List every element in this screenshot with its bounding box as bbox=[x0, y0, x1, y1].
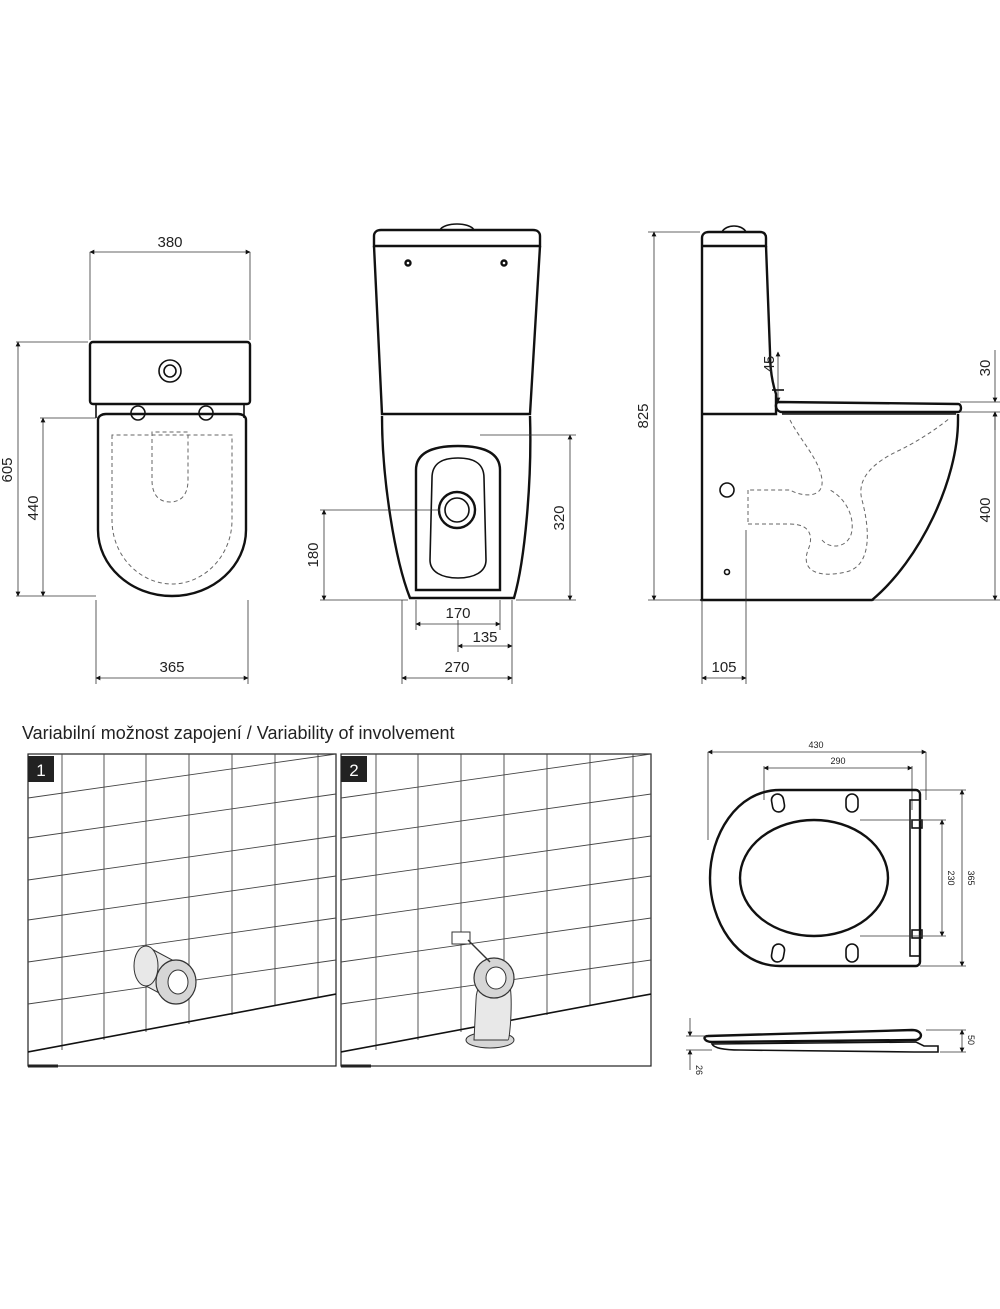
section-title: Variabilní možnost zapojení / Variabilit… bbox=[22, 723, 455, 743]
dim-135: 135 bbox=[472, 629, 497, 646]
dim-400: 400 bbox=[977, 497, 994, 522]
side-view: 825 45 30 400 105 bbox=[635, 225, 1000, 684]
panel-2-label: 2 bbox=[349, 761, 358, 780]
dim-230: 230 bbox=[946, 870, 956, 885]
dim-seat-365: 365 bbox=[966, 870, 976, 885]
seat-top-view: 430 290 365 230 bbox=[707, 740, 976, 968]
dim-50: 50 bbox=[966, 1035, 976, 1045]
dim-440: 440 bbox=[25, 495, 42, 520]
dim-320: 320 bbox=[551, 505, 568, 530]
seat-side-view: 50 26 bbox=[686, 1018, 976, 1075]
installation-panel-1: 1 bbox=[27, 753, 337, 1068]
top-view: 380 605 440 365 bbox=[0, 234, 252, 684]
dim-270: 270 bbox=[444, 659, 469, 676]
dim-180: 180 bbox=[305, 542, 322, 567]
dim-30: 30 bbox=[977, 360, 994, 377]
dim-365: 365 bbox=[159, 659, 184, 676]
dim-380: 380 bbox=[157, 234, 182, 251]
dim-105: 105 bbox=[711, 659, 736, 676]
dim-26: 26 bbox=[694, 1065, 704, 1075]
dim-825: 825 bbox=[635, 403, 652, 428]
panel-1-label: 1 bbox=[36, 761, 45, 780]
dim-430: 430 bbox=[808, 740, 823, 750]
panel-1-badge bbox=[28, 756, 54, 782]
dim-45: 45 bbox=[761, 356, 778, 373]
dim-290: 290 bbox=[830, 756, 845, 766]
panel-2-badge bbox=[341, 756, 367, 782]
dim-170: 170 bbox=[445, 605, 470, 622]
dim-605: 605 bbox=[0, 457, 16, 482]
front-view: 180 320 170 135 270 bbox=[305, 223, 576, 684]
installation-panel-2: 2 bbox=[340, 753, 652, 1068]
flush-button-icon bbox=[158, 359, 182, 383]
